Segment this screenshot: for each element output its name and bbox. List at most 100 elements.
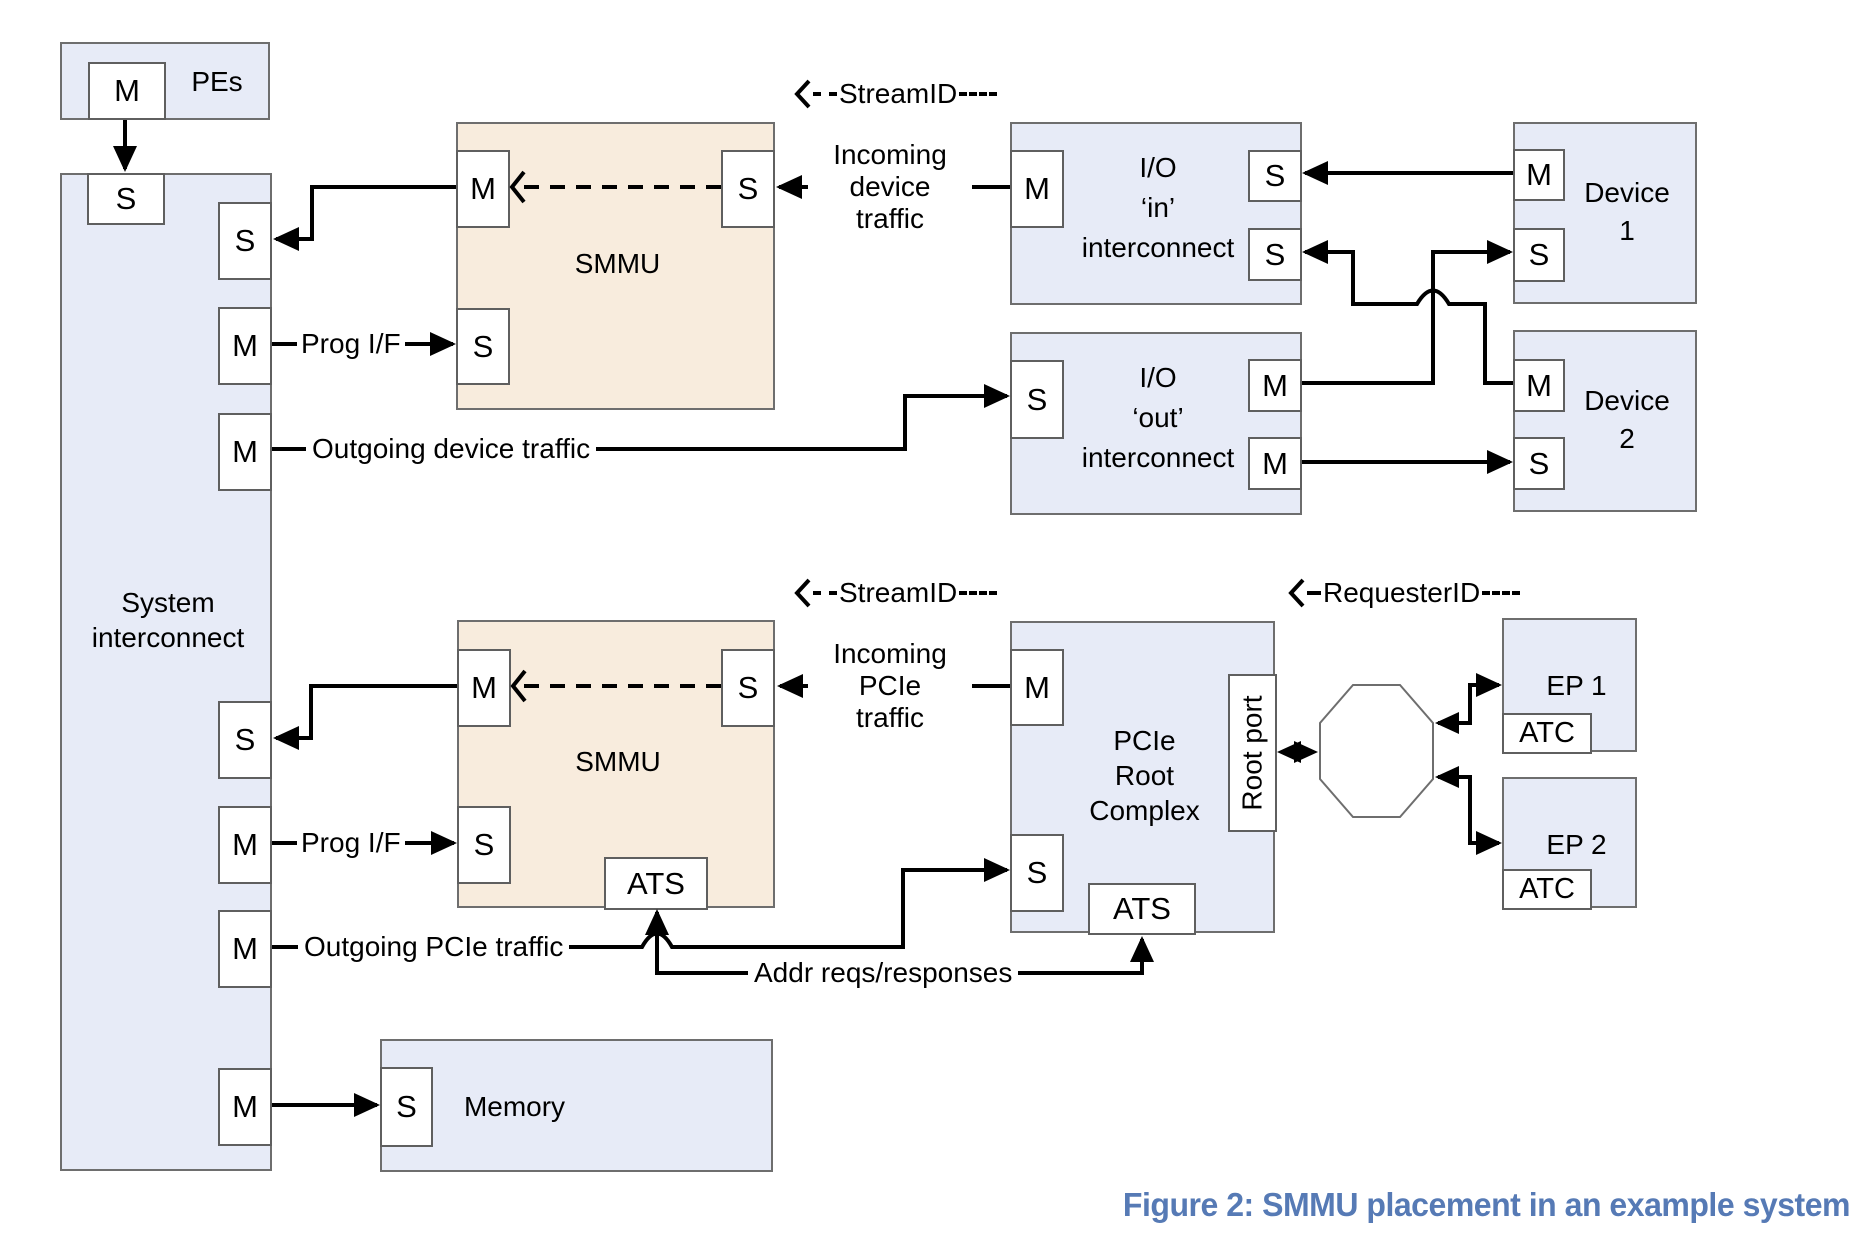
incoming-device-line2: device xyxy=(849,171,931,202)
dash-segment xyxy=(959,591,998,595)
smmu-bottom-port-m: M xyxy=(457,649,511,727)
smmu-bottom-port-s: S xyxy=(721,649,775,727)
wire-smmu-top-m-to-sysic xyxy=(273,185,456,251)
memory-box: Memory S xyxy=(380,1039,773,1172)
sysic-port-m-mem: M xyxy=(218,1068,272,1146)
io-in-label-line3: interconnect xyxy=(1081,232,1235,263)
device1-label: Device 1 xyxy=(1555,174,1699,250)
sysic-port-m-prog-top: M xyxy=(218,307,272,385)
device1-label-line2: 1 xyxy=(1619,215,1635,246)
smmu-bottom-port-s-prog: S xyxy=(457,806,511,884)
dash-segment xyxy=(959,92,998,96)
system-interconnect-box: System interconnect S S M M S M M M xyxy=(60,173,272,1171)
arrowhead-ep2-to-switch xyxy=(1435,766,1459,788)
io-in-port-s1: S xyxy=(1248,150,1302,202)
incoming-pcie-line3: traffic xyxy=(856,702,924,733)
dash-segment xyxy=(813,591,837,595)
dash-segment xyxy=(1482,591,1521,595)
io-in-port-m: M xyxy=(1010,150,1064,228)
dashed-left-arrow-icon xyxy=(794,79,811,109)
io-out-label-line1: I/O xyxy=(1139,362,1177,393)
incoming-device-line1: Incoming xyxy=(833,139,947,170)
io-in-label-line2: ‘in’ xyxy=(1140,192,1176,223)
outgoing-pcie-label: Outgoing PCIe traffic xyxy=(298,931,570,963)
io-in-port-s2: S xyxy=(1248,228,1302,281)
device1-port-m: M xyxy=(1513,149,1565,201)
io-out-label-line2: ‘out’ xyxy=(1132,402,1184,433)
streamid-text-pcie: StreamID xyxy=(839,577,958,608)
arrowhead-to-switch xyxy=(1294,741,1318,763)
incoming-device-line3: traffic xyxy=(856,203,924,234)
device2-label: Device 2 xyxy=(1555,382,1699,458)
smmu-ats-box: ATS xyxy=(604,857,708,910)
ep2-atc-box: ATC xyxy=(1502,869,1592,910)
pes-box: PEs M xyxy=(60,42,270,120)
pcie-rc-label-line3: Complex xyxy=(1089,795,1200,826)
streamid-label-top: StreamID xyxy=(793,77,998,111)
system-interconnect-label-line1: System xyxy=(121,587,215,618)
smmu-top-label: SMMU xyxy=(574,248,661,279)
requesterid-label: RequesterID xyxy=(1287,576,1521,610)
wire-smmu-bottom-m-to-sysic xyxy=(273,684,457,750)
pcie-rc-label-line2: Root xyxy=(1114,760,1175,791)
smmu-top-port-m: M xyxy=(456,150,510,228)
io-out-label-line3: interconnect xyxy=(1081,442,1235,473)
incoming-pcie-label: Incoming PCIe traffic xyxy=(808,638,972,734)
streamid-label-pcie: StreamID xyxy=(793,576,998,610)
wire-device2-m-to-io-in xyxy=(1302,240,1513,385)
wire-switch-to-ep2 xyxy=(1438,775,1502,855)
system-interconnect-label: System interconnect xyxy=(62,585,274,655)
chevron-smmu-top xyxy=(509,170,526,204)
pcie-switch-octagon xyxy=(1319,684,1434,818)
device2-box: Device 2 M S xyxy=(1513,330,1697,512)
addr-reqs-label: Addr reqs/responses xyxy=(748,957,1019,989)
pcie-rc-port-m: M xyxy=(1010,649,1064,726)
arrowhead-ep1-to-switch xyxy=(1435,712,1459,734)
io-out-port-s: S xyxy=(1010,360,1064,439)
device1-port-s: S xyxy=(1513,228,1565,282)
system-interconnect-label-line2: interconnect xyxy=(91,622,245,653)
pcie-rc-port-s: S xyxy=(1010,834,1064,912)
memory-port-s: S xyxy=(380,1067,433,1147)
device1-label-line1: Device xyxy=(1584,177,1670,208)
pcie-rc-ats-box: ATS xyxy=(1088,883,1196,935)
figure-caption: Figure 2: SMMU placement in an example s… xyxy=(1122,1186,1851,1223)
sysic-port-s-top: S xyxy=(87,173,165,225)
pes-port-m: M xyxy=(88,62,166,120)
requesterid-text: RequesterID xyxy=(1323,577,1481,608)
io-out-port-m1: M xyxy=(1248,359,1302,412)
dash-segment xyxy=(813,92,837,96)
pcie-rc-root-port: Root port xyxy=(1228,674,1277,832)
sysic-port-m-out-dev: M xyxy=(218,413,272,491)
ep2-label: EP 2 xyxy=(1546,829,1607,860)
sysic-port-m-out-pcie: M xyxy=(218,910,272,988)
dashed-left-arrow-icon xyxy=(794,578,811,608)
device1-box: Device 1 M S xyxy=(1513,122,1697,304)
dashed-left-arrow-icon xyxy=(1288,578,1305,608)
io-in-interconnect-box: I/O ‘in’ interconnect M S S xyxy=(1010,122,1302,305)
io-out-label: I/O ‘out’ interconnect xyxy=(1012,358,1304,478)
io-in-label-line1: I/O xyxy=(1139,152,1177,183)
streamid-text-top: StreamID xyxy=(839,78,958,109)
sysic-port-s-in-dev: S xyxy=(218,202,272,280)
wire-io-out-to-device1-s xyxy=(1302,240,1513,385)
sysic-port-s-in-pcie: S xyxy=(218,701,272,779)
dash-segment xyxy=(1307,591,1321,595)
io-out-interconnect-box: I/O ‘out’ interconnect S M M xyxy=(1010,332,1302,515)
pcie-root-complex-box: PCIe Root Complex M S Root port ATS xyxy=(1010,621,1277,935)
sysic-port-m-prog-bottom: M xyxy=(218,806,272,884)
device2-port-s: S xyxy=(1513,437,1565,490)
ep1-atc-box: ATC xyxy=(1502,713,1592,754)
outgoing-device-label: Outgoing device traffic xyxy=(306,433,597,465)
ep1-label: EP 1 xyxy=(1546,670,1607,701)
smmu-bottom-label: SMMU xyxy=(575,746,661,777)
incoming-pcie-line2: PCIe xyxy=(858,670,922,701)
memory-label: Memory xyxy=(463,1091,566,1122)
incoming-device-label: Incoming device traffic xyxy=(808,139,972,235)
pcie-rc-label-line1: PCIe xyxy=(1113,725,1176,756)
ep1-box: EP 1 ATC xyxy=(1502,618,1637,754)
device2-port-m: M xyxy=(1513,359,1565,412)
device2-label-line2: 2 xyxy=(1619,423,1635,454)
prog-if-bottom-label: Prog I/F xyxy=(297,827,405,859)
